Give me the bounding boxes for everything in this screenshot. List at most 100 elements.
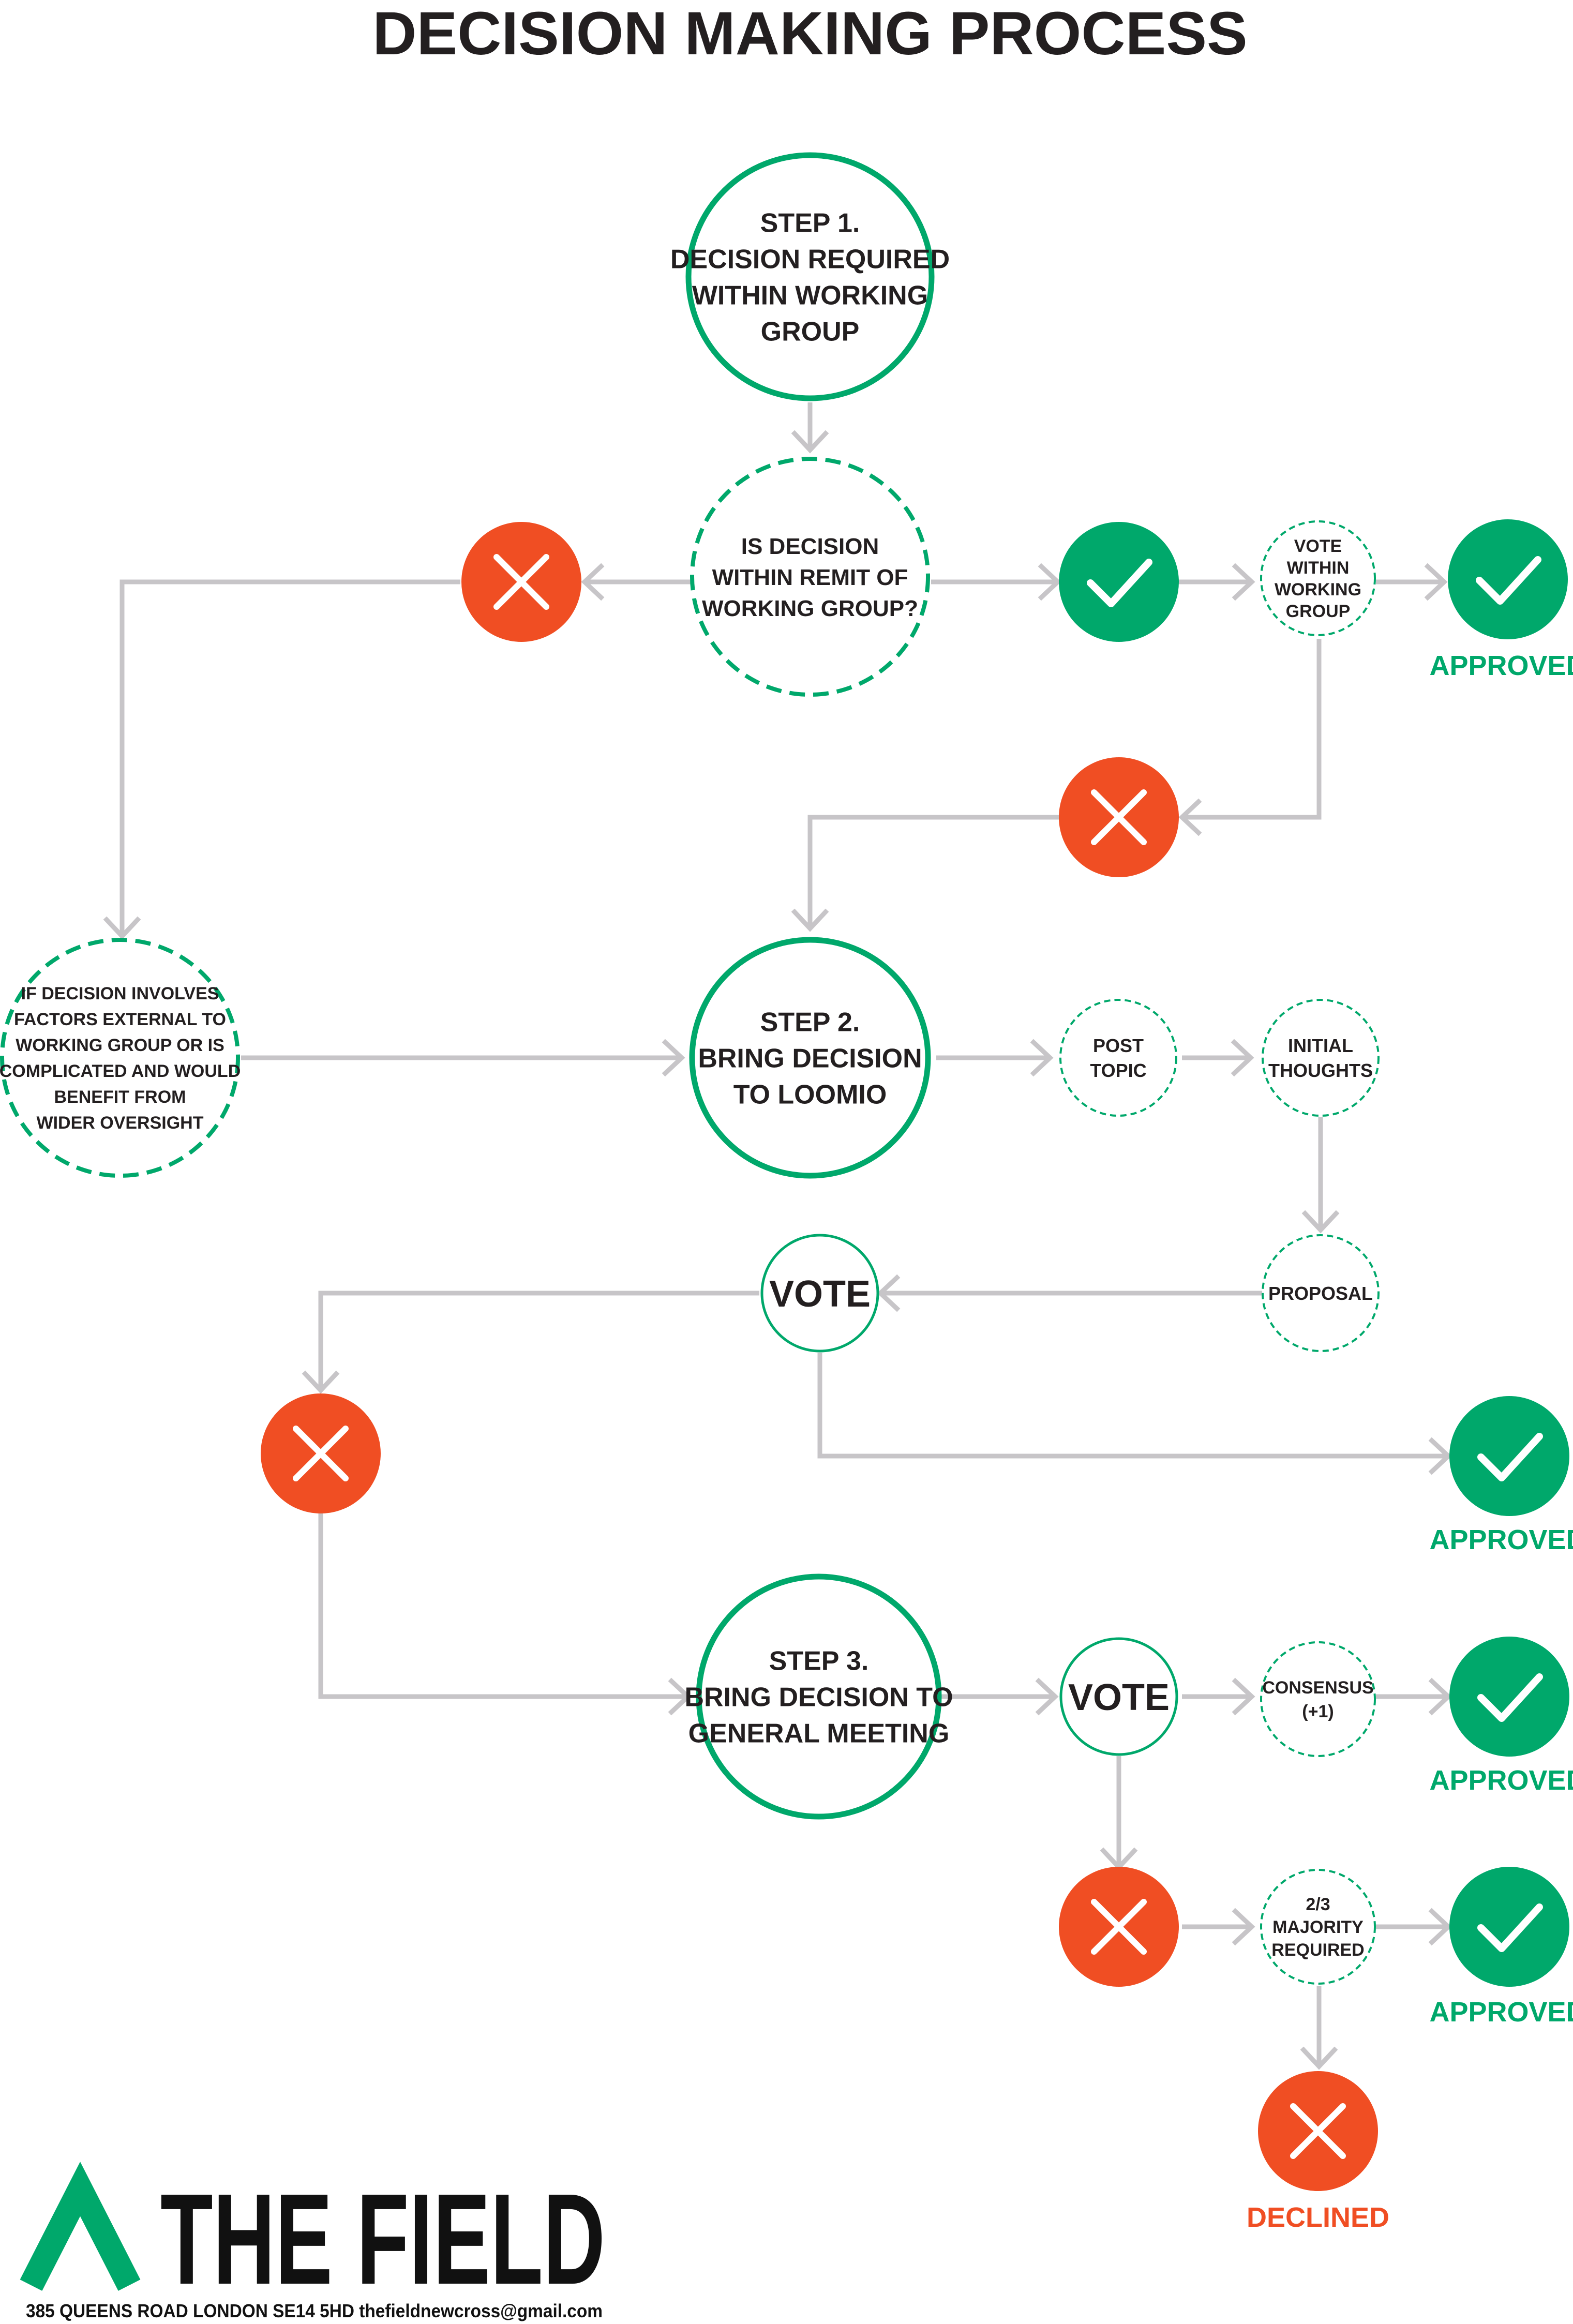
node-label-line: CONSENSUS xyxy=(1262,1678,1373,1698)
cross-icon xyxy=(1258,2071,1378,2191)
cross-icon xyxy=(261,1393,381,1513)
arrows xyxy=(103,402,1452,2070)
step3-node: STEP 3. BRING DECISION TO GENERAL MEETING xyxy=(684,1573,953,1820)
arrow-rejected-to-step2 xyxy=(807,815,1060,928)
arrowhead xyxy=(302,1370,340,1394)
node-label-line: IF DECISION INVOLVES xyxy=(21,984,219,1003)
proposal-node: PROPOSAL xyxy=(1262,1234,1380,1352)
arrowhead xyxy=(791,908,829,932)
node-label-line: GENERAL MEETING xyxy=(688,1719,950,1749)
node-label-line: WITHIN REMIT OF xyxy=(712,565,908,590)
node-label-line: DECISION REQUIRED xyxy=(670,245,950,275)
arrow-vote-to-rejected xyxy=(318,1291,759,1390)
node-label-line: VOTE xyxy=(769,1273,871,1315)
declined-label: DECLINED xyxy=(1247,2202,1389,2233)
arrowhead xyxy=(1232,1908,1255,1946)
check-icon xyxy=(1449,1637,1569,1757)
node-circle xyxy=(1260,1869,1376,1985)
cross-icon xyxy=(1059,757,1179,877)
node-label-line: WIDER OVERSIGHT xyxy=(36,1113,203,1133)
approved-label: APPROVED xyxy=(1429,1765,1573,1796)
cross-icon xyxy=(461,522,581,642)
arrowhead xyxy=(1232,1677,1255,1716)
node-label-line: (+1) xyxy=(1302,1702,1334,1721)
cross-mark xyxy=(1290,2103,1346,2159)
cross-mark xyxy=(493,554,549,610)
node-label-line: GROUP xyxy=(761,317,860,347)
tent-icon xyxy=(20,2162,141,2291)
arrowhead xyxy=(1301,1210,1340,1234)
arrowhead xyxy=(581,563,605,601)
check-mark xyxy=(1087,559,1152,607)
icon-disc xyxy=(1448,519,1568,639)
arrow-rejected-to-external xyxy=(119,579,460,936)
node-label-line: COMPLICATED AND WOULD xyxy=(0,1061,241,1081)
brand-logo: THE FIELD xyxy=(20,2162,605,2311)
node-circle xyxy=(1260,520,1376,636)
node-label-line: PROPOSAL xyxy=(1268,1283,1373,1304)
node-circle xyxy=(1262,999,1380,1117)
node-circle xyxy=(1059,1637,1178,1756)
node-circle xyxy=(690,457,930,697)
icon-disc xyxy=(1449,1637,1569,1757)
node-label-line: STEP 3. xyxy=(769,1646,869,1676)
arrowhead xyxy=(791,430,829,454)
node-label-line: WORKING xyxy=(1275,580,1361,599)
node-label-line: WITHIN xyxy=(1287,558,1350,578)
node-label-line: TO LOOMIO xyxy=(733,1080,887,1110)
node-label-line: 2/3 xyxy=(1306,1895,1330,1914)
node-label-line: THOUGHTS xyxy=(1268,1060,1373,1081)
node-label-line: FACTORS EXTERNAL TO xyxy=(14,1010,226,1029)
check-mark xyxy=(1477,1903,1543,1952)
node-label-line: GROUP xyxy=(1286,602,1351,621)
arrowhead xyxy=(1424,563,1448,601)
check-icon xyxy=(1448,519,1568,639)
external-factors-node: IF DECISION INVOLVES FACTORS EXTERNAL TO W… xyxy=(0,938,241,1178)
page-title: DECISION MAKING PROCESS xyxy=(372,0,1248,68)
approved-label: APPROVED xyxy=(1429,1997,1573,2028)
check-icon xyxy=(1449,1396,1569,1516)
arrowhead xyxy=(1035,1677,1059,1716)
arrow-vote-to-approved xyxy=(817,1353,1448,1459)
arrowhead xyxy=(1178,798,1202,836)
cross-mark xyxy=(293,1426,349,1481)
node-label-line: VOTE xyxy=(1068,1677,1170,1718)
brand-address: 385 QUEENS ROAD LONDON SE14 5HD thefield… xyxy=(26,2300,603,2321)
node-label-line: BRING DECISION xyxy=(698,1044,922,1074)
node-label-line: BRING DECISION TO xyxy=(684,1683,953,1713)
node-label-line: WORKING GROUP? xyxy=(702,596,918,621)
node-circle xyxy=(1059,999,1177,1117)
check-icon xyxy=(1059,522,1179,642)
arrowhead xyxy=(1231,1039,1254,1077)
node-label-line: WORKING GROUP OR IS xyxy=(16,1036,224,1055)
arrowhead xyxy=(662,1039,685,1077)
brand-name: THE FIELD xyxy=(160,2167,605,2311)
arrow-vote-wg-to-rejected xyxy=(1182,639,1322,820)
node-label-line: POST xyxy=(1093,1035,1144,1056)
check-mark xyxy=(1477,1673,1543,1722)
icon-disc xyxy=(1449,1867,1569,1987)
node-label-line: BENEFIT FROM xyxy=(54,1087,186,1107)
vote-loomio-node: VOTE xyxy=(760,1234,879,1353)
arrowhead xyxy=(1428,1677,1452,1716)
node-label-line: WITHIN WORKING xyxy=(692,281,928,311)
approved-label: APPROVED xyxy=(1429,650,1573,681)
node-circle xyxy=(1260,1641,1376,1757)
cross-mark xyxy=(1091,1899,1147,1955)
check-icon xyxy=(1449,1867,1569,1987)
approved-label: APPROVED xyxy=(1429,1524,1573,1555)
arrowhead xyxy=(668,1677,692,1716)
vote-gm-node: VOTE xyxy=(1059,1637,1178,1756)
node-circle xyxy=(1262,1234,1380,1352)
node-label-line: VOTE xyxy=(1294,536,1342,556)
node-circle xyxy=(0,938,240,1178)
check-mark xyxy=(1477,1433,1543,1481)
